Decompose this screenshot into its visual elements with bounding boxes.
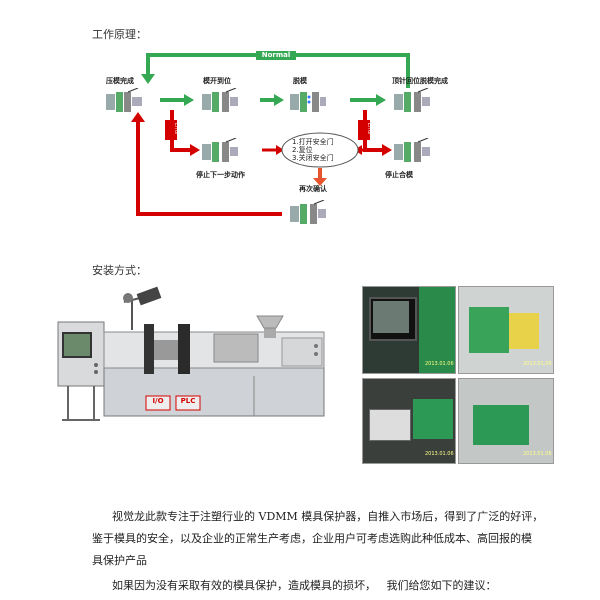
- machine-icon-stop-next: [202, 138, 238, 162]
- install-photo-4: 2013.01.06: [458, 378, 554, 464]
- error-label-right: Error: [366, 122, 372, 136]
- paragraph-line: 鉴于模具的安全，以及企业的正常生产考虑，企业用户可考虑选购此种低成本、高回报的模: [92, 532, 532, 545]
- section-heading-install: 安装方式：: [92, 264, 147, 277]
- instruction-list: 1.打开安全门 2.复位 3.关闭安全门: [292, 138, 334, 162]
- install-photo-3: 2013.01.06: [362, 378, 456, 464]
- instruction-item: 3.关闭安全门: [292, 154, 334, 162]
- step-arrow-1-head: [184, 94, 194, 106]
- injection-machine-illustration: [57, 286, 325, 421]
- step-label-open-position: 模开到位: [203, 77, 231, 85]
- photo-date-stamp: 2013.01.06: [425, 361, 454, 367]
- instruction-item: 2.复位: [292, 146, 313, 154]
- paragraph-line: 视觉龙此款专注于注塑行业的 VDMM 模具保护器，自推入市场后，得到了广泛的好评…: [112, 510, 544, 523]
- photo-date-stamp: 2013.01.06: [523, 451, 552, 457]
- machine-icon-close-done: [106, 88, 142, 112]
- step-label-recheck: 再次确认: [299, 185, 327, 193]
- camera-icon: [136, 286, 162, 306]
- step-label-stop-next: 停止下一步动作: [196, 171, 245, 179]
- error-label-left: Error: [173, 122, 179, 136]
- install-photo-1: 2013.01.06: [362, 286, 456, 374]
- io-label: I/O: [152, 397, 164, 405]
- instruction-item: 1.打开安全门: [292, 138, 334, 146]
- flow-arrows: [131, 51, 410, 216]
- install-photo-2: 2013.01.06: [458, 286, 554, 374]
- machine-icon-eject: [290, 92, 326, 112]
- normal-loop-arrowhead: [141, 74, 155, 84]
- machine-icon-open-position: [202, 88, 238, 112]
- section-heading-principle: 工作原理：: [92, 28, 147, 41]
- step-label-eject: 脱模: [293, 77, 307, 85]
- normal-label: Normal: [261, 51, 291, 59]
- machine-icon-recheck: [290, 200, 326, 224]
- step-arrow-2-head: [274, 94, 284, 106]
- photo-date-stamp: 2013.01.06: [425, 451, 454, 457]
- return-loop-arrow: [136, 120, 282, 216]
- machine-icon-stop-close: [394, 138, 430, 162]
- step-label-stop-close: 停止合模: [385, 171, 413, 179]
- step-arrow-3-head: [376, 94, 386, 106]
- photo-date-stamp: 2013.01.06: [523, 361, 552, 367]
- step-label-close-done: 压模完成: [106, 77, 134, 85]
- paragraph-line: 具保护产品: [92, 554, 147, 567]
- step-label-ejector-return: 顶针回位脱模完成: [392, 77, 448, 85]
- paragraph-line: 如果因为没有采取有效的模具保护，造成模具的损坏， 我们给您如下的建议：: [112, 579, 497, 592]
- plc-label: PLC: [180, 397, 196, 405]
- machine-icon-ejector-return: [394, 88, 430, 112]
